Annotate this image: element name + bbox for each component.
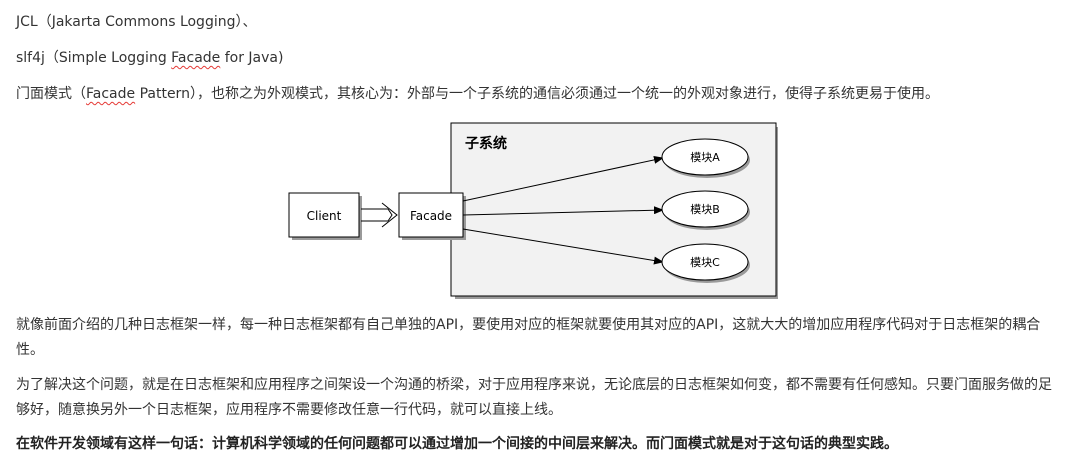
facade-box — [398, 192, 464, 238]
jcl-name: Jakarta Commons Logging — [51, 14, 236, 30]
arrow-to-module-c — [462, 228, 664, 265]
module-b-label: 模块B — [690, 203, 720, 216]
module-a-ellipse — [661, 138, 749, 176]
facade-pattern-line: 门面模式（Facade Pattern），也称之为外观模式，其核心为：外部与一个… — [16, 84, 939, 104]
slf4j-facade-word: Facade — [171, 50, 221, 66]
facade-prefix: 门面模式（ — [16, 86, 86, 102]
subsystem-label: 子系统 — [465, 135, 507, 152]
jcl-suffix: ）、 — [235, 14, 257, 30]
arrow-to-module-b — [462, 206, 664, 216]
slf4j-suffix: for Java) — [220, 50, 284, 66]
paragraph-quote: 在软件开发领域有这样一句话：计算机科学领域的任何问题都可以通过增加一个间接的中间… — [16, 436, 898, 452]
module-c-ellipse — [661, 243, 749, 281]
client-to-facade-arrow — [361, 202, 398, 228]
module-b-ellipse — [661, 190, 749, 228]
facade-rest: Pattern），也称之为外观模式，其核心为：外部与一个子系统的通信必须通过一个… — [135, 86, 939, 102]
paragraph-bridge: 为了解决这个问题，就是在日志框架和应用程序之间架设一个沟通的桥梁，对于应用程序来… — [16, 377, 1052, 418]
module-c-label: 模块C — [690, 256, 720, 269]
facade-diagram: 子系统 Client Facade 模块A 模块B 模块C — [288, 122, 778, 299]
jcl-prefix: JCL（ — [16, 14, 52, 30]
slf4j-prefix: slf4j（Simple Logging — [16, 50, 172, 66]
client-label: Client — [307, 209, 342, 223]
arrow-to-module-a — [462, 155, 664, 202]
client-box — [288, 192, 360, 238]
paragraph-coupling: 就像前面介绍的几种日志框架一样，每一种日志框架都有自己单独的API，要使用对应的… — [16, 317, 1041, 358]
facade-label: Facade — [410, 209, 452, 223]
jcl-line: JCL（Jakarta Commons Logging）、 — [16, 12, 256, 32]
module-a-label: 模块A — [690, 151, 720, 164]
facade-word: Facade — [86, 86, 136, 102]
slf4j-line: slf4j（Simple Logging Facade for Java) — [16, 48, 283, 68]
